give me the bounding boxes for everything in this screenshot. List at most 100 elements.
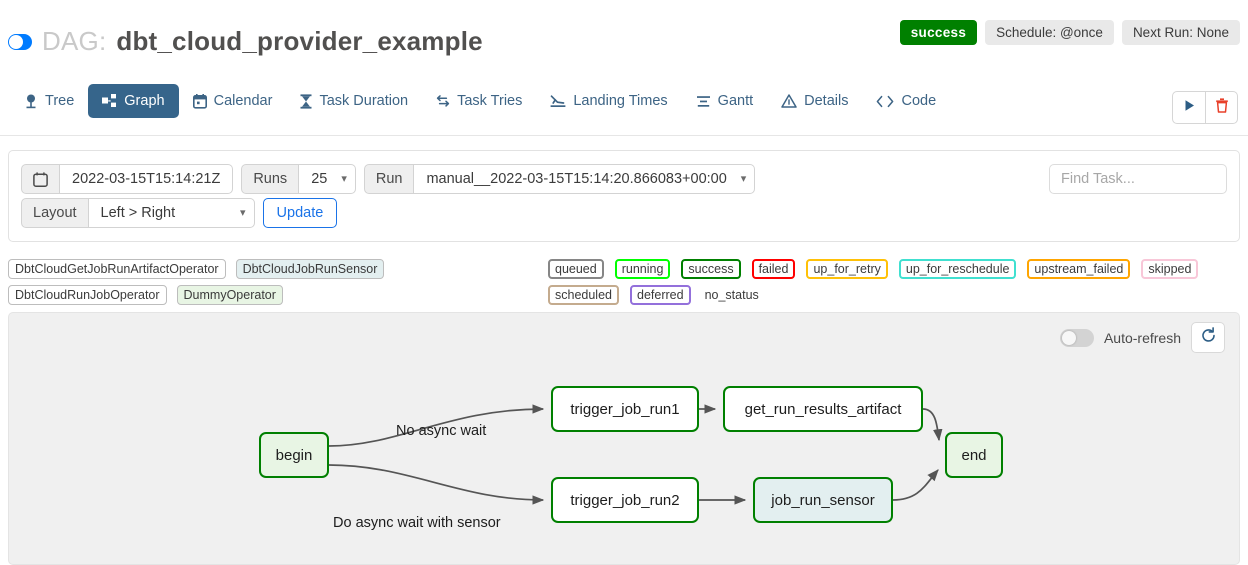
status-legend-chip[interactable]: up_for_retry xyxy=(806,259,888,279)
gantt-icon xyxy=(696,95,711,108)
play-icon xyxy=(1183,99,1196,117)
num-runs-group: Runs 25 ▾ xyxy=(241,164,356,194)
num-runs-select[interactable]: 25 ▾ xyxy=(299,164,356,194)
operator-legend-chip[interactable]: DummyOperator xyxy=(176,285,283,305)
status-legend-chip[interactable]: upstream_failed xyxy=(1027,259,1131,279)
base-date-group: 2022-03-15T15:14:21Z xyxy=(21,164,234,194)
tab-graph[interactable]: Graph xyxy=(88,84,179,118)
triangle-info-icon xyxy=(781,94,797,108)
delete-dag-button[interactable] xyxy=(1205,92,1237,123)
dag-pause-toggle[interactable] xyxy=(8,33,32,50)
dag-nav-tabs: Tree Graph Calendar Task Duration xyxy=(0,78,1248,136)
operator-legend-chip[interactable]: DbtCloudRunJobOperator xyxy=(8,285,167,305)
tab-label: Details xyxy=(804,93,849,109)
filter-bar: 2022-03-15T15:14:21Z Runs 25 ▾ Run manua… xyxy=(8,150,1240,242)
update-button[interactable]: Update xyxy=(262,198,338,228)
status-legend-chip[interactable]: queued xyxy=(548,259,604,279)
graph-node-trigger_job_run1[interactable]: trigger_job_run1 xyxy=(551,386,699,432)
auto-refresh-toggle[interactable] xyxy=(1059,328,1094,347)
code-icon xyxy=(876,95,894,108)
graph-node-job_run_sensor[interactable]: job_run_sensor xyxy=(753,477,893,523)
run-value: manual__2022-03-15T15:14:20.866083+00:00 xyxy=(426,171,727,187)
runs-label: Runs xyxy=(241,164,300,194)
graph-node-trigger_job_run2[interactable]: trigger_job_run2 xyxy=(551,477,699,523)
num-runs-value: 25 xyxy=(311,171,328,187)
graph-edges xyxy=(328,404,943,505)
find-task-input[interactable]: Find Task... xyxy=(1049,164,1227,194)
run-label: Run xyxy=(363,164,415,194)
refresh-button[interactable] xyxy=(1191,322,1225,353)
tab-label: Graph xyxy=(124,93,165,109)
status-legend-chip[interactable]: deferred xyxy=(630,285,691,305)
tree-icon xyxy=(24,94,38,109)
tab-gantt[interactable]: Gantt xyxy=(682,84,767,118)
filter-row-top: 2022-03-15T15:14:21Z Runs 25 ▾ Run manua… xyxy=(21,164,756,194)
edge-sensor-to-end xyxy=(892,469,939,501)
status-badge: success xyxy=(899,20,978,45)
graph-node-get_run_results_artifact[interactable]: get_run_results_artifact xyxy=(723,386,923,432)
filter-row-bottom: Layout Left > Right ▾ Update xyxy=(21,198,338,228)
status-legend-chip[interactable]: no_status xyxy=(704,288,759,302)
calendar-icon xyxy=(192,93,207,109)
graph-node-begin[interactable]: begin xyxy=(259,432,329,478)
page-header: DAG: dbt_cloud_provider_example success … xyxy=(0,0,1248,72)
schedule-badge: Schedule: @once xyxy=(985,20,1114,45)
dag-title: DAG: dbt_cloud_provider_example xyxy=(8,26,483,57)
dag-name: dbt_cloud_provider_example xyxy=(116,26,483,56)
run-select-group: Run manual__2022-03-15T15:14:20.866083+0… xyxy=(363,164,756,194)
tab-label: Task Duration xyxy=(319,93,409,109)
layout-group: Layout Left > Right ▾ xyxy=(21,198,255,228)
tab-label: Tree xyxy=(45,93,75,109)
refresh-icon xyxy=(1200,326,1217,349)
tab-tree[interactable]: Tree xyxy=(10,84,88,118)
trigger-dag-button[interactable] xyxy=(1173,92,1205,123)
graph-panel: Auto-refresh xyxy=(8,312,1240,565)
status-legend-chip[interactable]: scheduled xyxy=(548,285,619,305)
dag-label: DAG: xyxy=(42,26,107,56)
landing-icon xyxy=(550,94,566,108)
tab-label: Code xyxy=(901,93,937,109)
tab-label: Calendar xyxy=(213,93,273,109)
status-legend-chip[interactable]: up_for_reschedule xyxy=(898,259,1017,279)
layout-select[interactable]: Left > Right ▾ xyxy=(88,198,255,228)
operator-legend-chip[interactable]: DbtCloudGetJobRunArtifactOperator xyxy=(8,259,226,279)
base-date-input[interactable]: 2022-03-15T15:14:21Z xyxy=(60,164,234,194)
retry-icon xyxy=(436,94,450,108)
tab-label: Gantt xyxy=(717,93,754,109)
status-legend-chip[interactable]: skipped xyxy=(1141,259,1199,279)
tab-code[interactable]: Code xyxy=(862,84,950,118)
chevron-down-icon: ▾ xyxy=(740,172,747,185)
tab-label: Task Tries xyxy=(457,93,523,109)
tab-label: Landing Times xyxy=(573,93,668,109)
status-legend-chip[interactable]: success xyxy=(681,259,741,279)
calendar-icon[interactable] xyxy=(21,164,60,194)
tab-details[interactable]: Details xyxy=(767,84,862,118)
header-badges: success Schedule: @once Next Run: None xyxy=(899,20,1240,45)
edge-begin-to-trigger1 xyxy=(328,404,545,447)
tab-calendar[interactable]: Calendar xyxy=(179,84,287,118)
tab-task-duration[interactable]: Task Duration xyxy=(286,84,422,118)
hourglass-icon xyxy=(300,93,312,109)
graph-canvas[interactable]: begin trigger_job_run1 get_run_results_art… xyxy=(9,313,1239,564)
chevron-down-icon: ▾ xyxy=(240,206,246,219)
tab-landing-times[interactable]: Landing Times xyxy=(536,84,681,118)
auto-refresh-label: Auto-refresh xyxy=(1103,329,1181,346)
next-run-badge: Next Run: None xyxy=(1121,20,1240,45)
refresh-controls: Auto-refresh xyxy=(1059,322,1225,353)
edge-label: No async wait xyxy=(396,423,487,439)
status-legend-chip[interactable]: running xyxy=(614,259,671,279)
layout-value: Left > Right xyxy=(100,205,176,221)
layout-label: Layout xyxy=(21,198,89,228)
trash-icon xyxy=(1215,97,1229,118)
graph-node-end[interactable]: end xyxy=(945,432,1003,478)
graph-icon xyxy=(102,94,117,108)
run-select[interactable]: manual__2022-03-15T15:14:20.866083+00:00… xyxy=(414,164,756,194)
dag-action-buttons xyxy=(1172,91,1238,124)
edge-label: Do async wait with sensor xyxy=(333,515,501,531)
tab-list: Tree Graph Calendar Task Duration xyxy=(10,84,950,118)
tab-task-tries[interactable]: Task Tries xyxy=(422,84,536,118)
operator-legend-chip[interactable]: DbtCloudJobRunSensor xyxy=(235,259,385,279)
status-legend-chip[interactable]: failed xyxy=(751,259,796,279)
